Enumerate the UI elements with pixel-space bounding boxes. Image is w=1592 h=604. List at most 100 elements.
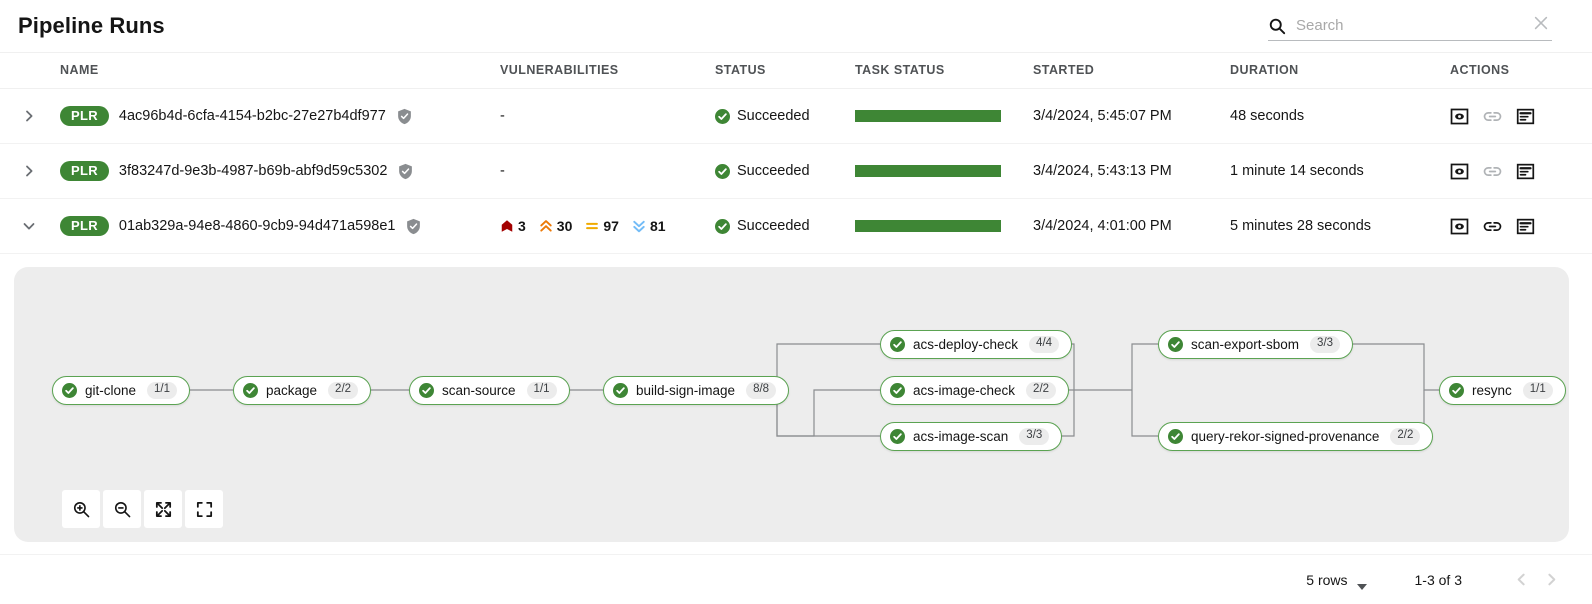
shield-check-icon [405,218,422,235]
expand-row-button[interactable] [11,98,47,134]
graph-node-count: 2/2 [1026,382,1057,399]
vulnerability-important-count: 30 [556,218,573,234]
status-success-icon [1449,383,1464,398]
link-icon[interactable] [1483,162,1502,181]
vulnerability-low-count: 81 [649,218,666,234]
row-duration-cell: 1 minute 14 seconds [1230,143,1450,199]
reset-view-button[interactable] [185,490,223,528]
view-output-icon[interactable] [1450,162,1469,181]
graph-node-count: 2/2 [328,382,359,399]
pipeline-runs-table: NAME VULNERABILITIES STATUS TASK STATUS … [0,52,1592,254]
previous-page-button[interactable] [1506,565,1536,595]
status-success-icon [890,429,905,444]
graph-node-label: acs-deploy-check [913,337,1019,352]
row-started-cell: 3/4/2024, 5:43:13 PM [1033,143,1230,199]
status-success-icon [1168,429,1183,444]
row-started-cell: 3/4/2024, 4:01:00 PM [1033,198,1230,254]
severity-moderate-icon [586,222,599,230]
graph-node-label: scan-source [442,383,516,398]
column-header-vulnerabilities: VULNERABILITIES [500,52,715,89]
graph-node-acs-image-scan[interactable]: acs-image-scan 3/3 [880,422,1063,451]
column-header-duration: DURATION [1230,52,1450,89]
graph-node-package[interactable]: package 2/2 [233,376,372,405]
vulnerability-moderate-count: 97 [603,218,619,234]
row-duration-cell: 48 seconds [1230,88,1450,144]
table-header: NAME VULNERABILITIES STATUS TASK STATUS … [0,52,1592,89]
graph-node-scan-source[interactable]: scan-source 1/1 [409,376,570,405]
shield-check-icon [396,108,413,125]
next-page-button[interactable] [1536,565,1566,595]
rows-per-page-label: 5 rows [1306,571,1348,588]
status-success-icon [613,383,628,398]
status-label: Succeeded [737,218,810,234]
graph-node-build-sign-image[interactable]: build-sign-image 8/8 [603,376,790,405]
row-task-status-cell [855,198,1033,254]
logs-icon[interactable] [1516,162,1535,181]
graph-node-acs-deploy-check[interactable]: acs-deploy-check 4/4 [880,330,1073,359]
table-body: PLR 4ac96b4d-6cfa-4154-b2bc-27e27b4df977… [0,88,1592,254]
vulnerabilities-empty: - [500,108,505,124]
run-name[interactable]: 01ab329a-94e8-4860-9cb9-94d471a598e1 [118,218,396,234]
graph-node-label: acs-image-check [913,383,1016,398]
search-bar[interactable] [1268,11,1552,41]
row-actions-cell [1450,88,1592,144]
chevron-down-icon [23,223,35,230]
logs-icon[interactable] [1516,107,1535,126]
chevron-down-icon [1356,577,1367,590]
vulnerabilities-empty: - [500,163,505,179]
search-input[interactable] [1296,17,1506,34]
rows-per-page-select[interactable]: 5 rows [1306,571,1367,590]
collapse-row-button[interactable] [11,208,47,244]
status-success-icon [243,383,258,398]
graph-node-count: 8/8 [746,382,777,399]
expand-row-button[interactable] [11,153,47,189]
graph-node-scan-export-sbom[interactable]: scan-export-sbom 3/3 [1158,330,1354,359]
row-name-cell: PLR 01ab329a-94e8-4860-9cb9-94d471a598e1 [60,198,500,254]
graph-node-resync[interactable]: resync 1/1 [1439,376,1566,405]
graph-node-git-clone[interactable]: git-clone 1/1 [52,376,191,405]
logs-icon[interactable] [1516,217,1535,236]
row-toggle-cell [0,143,60,199]
status-success-icon [1168,337,1183,352]
graph-node-query-rekor-signed-provenance[interactable]: query-rekor-signed-provenance 2/2 [1158,422,1434,451]
chevron-right-icon [1547,573,1555,586]
status-success-icon [715,218,730,234]
status-success-icon [715,163,730,179]
view-output-icon[interactable] [1450,217,1469,236]
graph-node-label: git-clone [85,383,137,398]
view-output-icon[interactable] [1450,107,1469,126]
status-success-icon [890,383,905,398]
column-header-toggle [0,52,60,89]
severity-critical-icon [501,220,513,232]
row-actions-cell [1450,143,1592,199]
fit-to-screen-button[interactable] [144,490,182,528]
row-name-cell: PLR 4ac96b4d-6cfa-4154-b2bc-27e27b4df977 [60,88,500,144]
row-vulnerabilities-cell: - [500,143,715,199]
graph-node-count: 4/4 [1029,336,1060,353]
run-type-badge: PLR [60,161,109,181]
run-name[interactable]: 3f83247d-9e3b-4987-b69b-abf9d59c5302 [118,163,388,179]
status-success-icon [890,337,905,352]
column-header-actions: ACTIONS [1450,52,1592,89]
table-pagination: 5 rows 1-3 of 3 [0,554,1592,604]
graph-node-acs-image-check[interactable]: acs-image-check 2/2 [880,376,1070,405]
vulnerability-critical-count: 3 [518,218,526,234]
run-type-badge: PLR [60,106,109,126]
graph-node-count: 3/3 [1310,336,1341,353]
graph-node-count: 3/3 [1019,428,1050,445]
status-label: Succeeded [737,163,810,179]
close-icon[interactable] [1532,14,1550,32]
vulnerability-critical: 3 [500,218,526,234]
chevron-right-icon [26,110,33,122]
link-icon[interactable] [1483,217,1502,236]
task-status-bar-fill [855,165,1001,177]
column-header-status: STATUS [715,52,855,89]
zoom-in-button[interactable] [62,490,100,528]
run-name[interactable]: 4ac96b4d-6cfa-4154-b2bc-27e27b4df977 [118,108,386,124]
task-status-bar [855,110,1001,122]
row-vulnerabilities-cell: - [500,88,715,144]
link-icon[interactable] [1483,107,1502,126]
zoom-out-button[interactable] [103,490,141,528]
column-header-name: NAME [60,52,500,89]
